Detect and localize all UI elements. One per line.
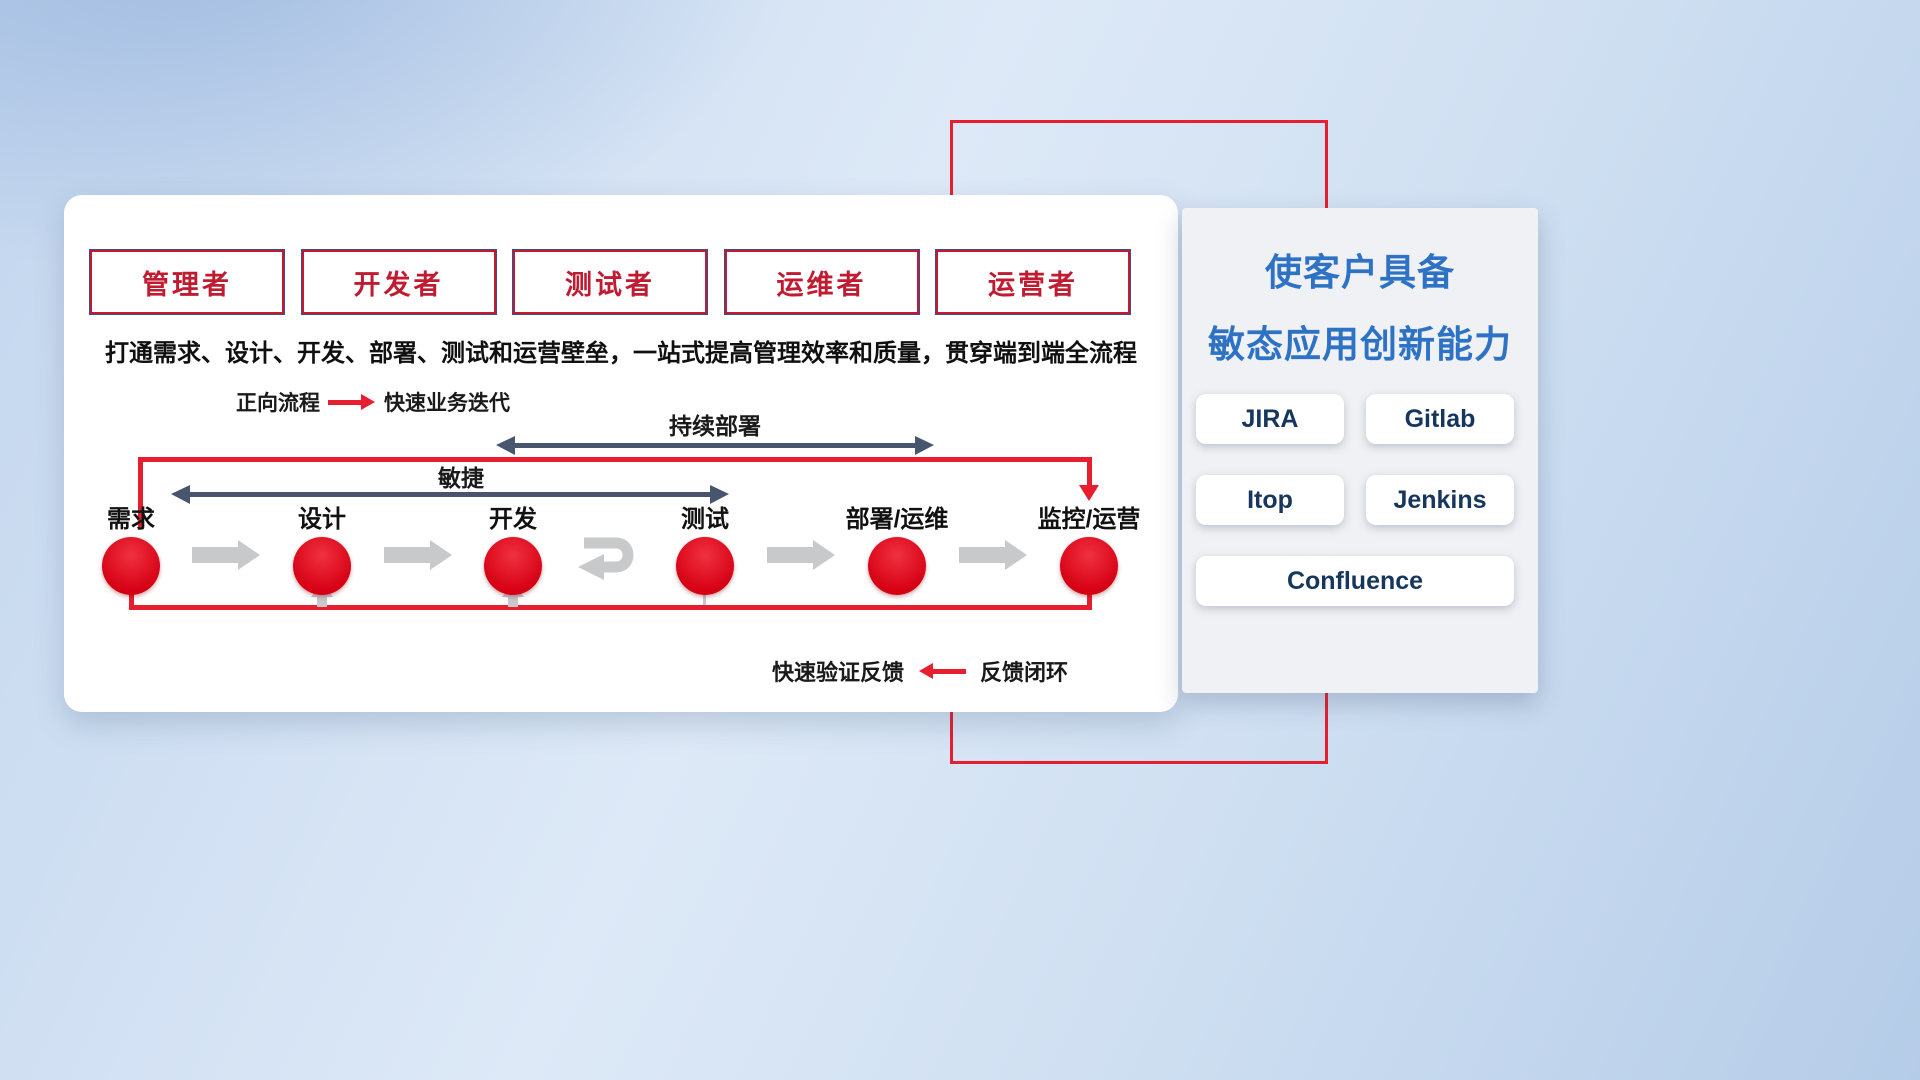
flow-node-monitor-operation: 监控/运营 <box>1004 499 1174 595</box>
red-loop-bottom-line <box>129 605 1092 610</box>
role-box-tester: 测试者 <box>513 250 707 314</box>
role-box-operator: 运营者 <box>936 250 1130 314</box>
tool-chip-jenkins: Jenkins <box>1366 475 1514 525</box>
role-label: 管理者 <box>142 269 232 300</box>
feedback-legend-label: 快速验证反馈 <box>772 660 905 685</box>
node-circle-icon <box>1060 537 1118 595</box>
feedback-legend-value: 反馈闭环 <box>980 660 1069 685</box>
flow-node-label: 设计 <box>298 506 346 533</box>
flow-node-label: 测试 <box>681 506 729 533</box>
role-box-manager: 管理者 <box>90 250 284 314</box>
node-circle-icon <box>102 537 160 595</box>
red-loop-top-line <box>138 457 1092 462</box>
feedback-arrow-icon <box>919 662 967 679</box>
agile-double-arrow-icon <box>171 485 729 504</box>
forward-legend-value: 快速业务迭代 <box>384 392 510 415</box>
test-feedback-connector-line <box>703 584 706 608</box>
flow-arrow-icon <box>384 540 452 570</box>
flow-node-label: 部署/运维 <box>845 506 949 533</box>
flow-node-deploy-ops: 部署/运维 <box>812 499 982 595</box>
flow-arrow-icon <box>767 540 835 570</box>
feedback-legend: 快速验证反馈 反馈闭环 <box>772 655 1068 687</box>
forward-arrow-icon <box>328 393 375 410</box>
tool-chip-itop: Itop <box>1196 475 1344 525</box>
iteration-loop-icon <box>578 537 634 580</box>
roles-row: 管理者 开发者 测试者 运维者 运营者 <box>90 250 1130 314</box>
flow-node-requirement: 需求 <box>46 499 216 595</box>
role-box-ops: 运维者 <box>724 250 919 314</box>
feedback-up-arrow-stem <box>317 596 327 607</box>
forward-legend-label: 正向流程 <box>236 392 320 415</box>
panel-title-line2: 敏态应用创新能力 <box>1208 324 1512 365</box>
tool-chip-gitlab: Gitlab <box>1366 394 1514 444</box>
flow-node-testing: 测试 <box>620 499 790 595</box>
red-loop-left-riser <box>138 457 143 527</box>
role-label: 运维者 <box>776 269 867 300</box>
role-label: 测试者 <box>565 269 655 300</box>
node-circle-icon <box>293 537 351 595</box>
continuous-deployment-double-arrow-icon <box>496 436 934 455</box>
node-circle-icon <box>676 537 734 595</box>
red-loop-left-up-segment <box>129 591 134 607</box>
role-label: 开发者 <box>353 269 444 300</box>
role-box-developer: 开发者 <box>301 250 496 314</box>
role-label: 运营者 <box>988 269 1078 300</box>
continuous-deployment-label: 持续部署 <box>669 413 761 439</box>
devops-flow-card: 管理者 开发者 测试者 运维者 运营者 打通需求、设计、开发、部署、测试和运营壁… <box>64 195 1178 712</box>
red-loop-down-arrow-icon <box>1079 485 1099 501</box>
node-circle-icon <box>868 537 926 595</box>
flow-arrow-icon <box>959 540 1027 570</box>
agile-label: 敏捷 <box>438 465 484 491</box>
red-loop-right-drop <box>1087 457 1092 487</box>
flow-node-label: 开发 <box>489 506 537 533</box>
flow-node-label: 需求 <box>107 506 155 533</box>
feedback-up-arrow-stem <box>508 596 518 607</box>
flow-node-label: 监控/运营 <box>1037 506 1141 533</box>
tool-chip-jira: JIRA <box>1196 394 1344 444</box>
capability-panel: 使客户具备 敏态应用创新能力 JIRA Gitlab Itop Jenkins … <box>1182 208 1538 693</box>
flow-node-design: 设计 <box>237 499 407 595</box>
description-text: 打通需求、设计、开发、部署、测试和运营壁垒，一站式提高管理效率和质量，贯穿端到端… <box>105 340 1137 367</box>
flow-node-development: 开发 <box>428 499 598 595</box>
tool-chip-confluence: Confluence <box>1196 556 1514 606</box>
panel-title-line1: 使客户具备 <box>1265 252 1455 293</box>
forward-legend: 正向流程 快速业务迭代 <box>236 387 510 417</box>
node-circle-icon <box>484 537 542 595</box>
flow-arrow-icon <box>192 540 260 570</box>
